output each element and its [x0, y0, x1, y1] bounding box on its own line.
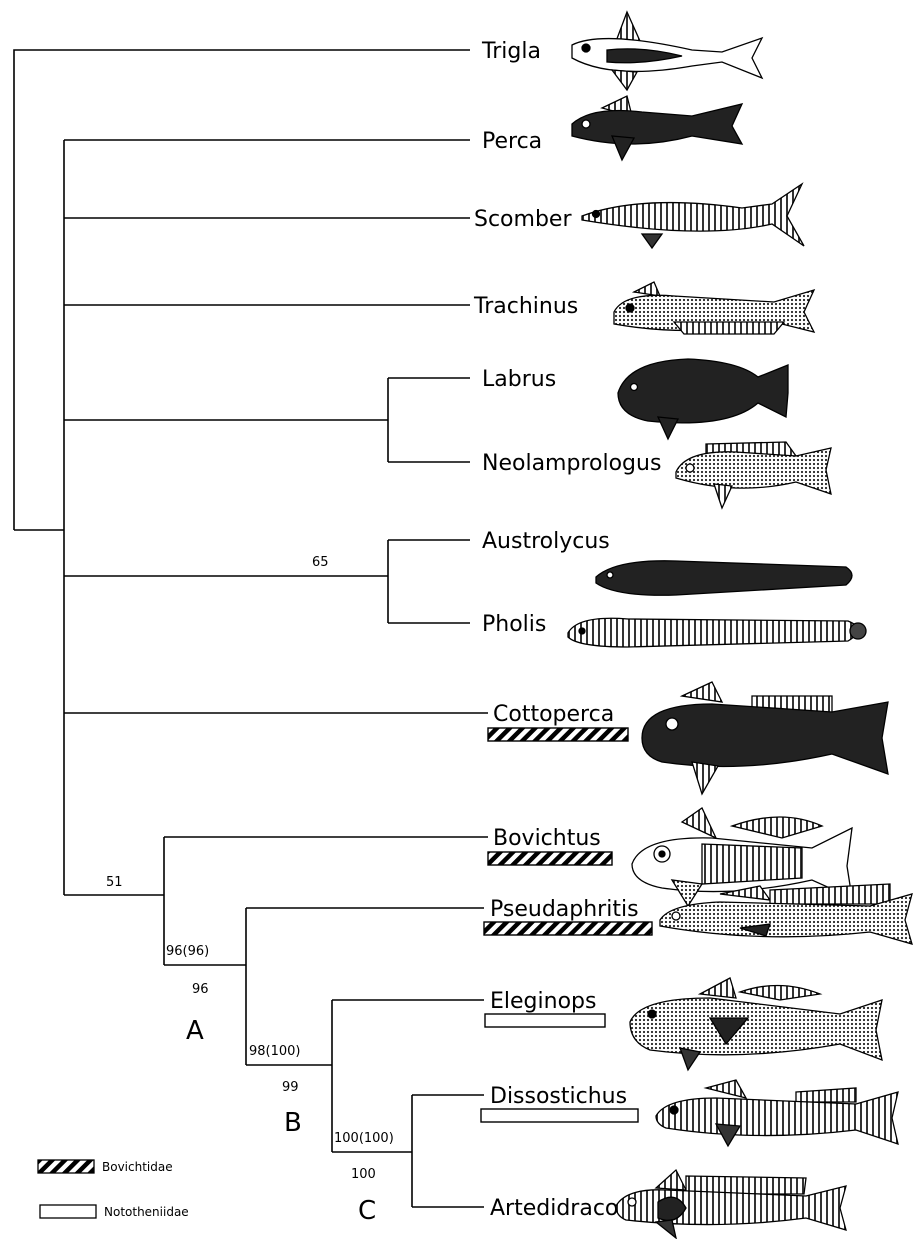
support-node-b-top: 98(100): [249, 1044, 301, 1059]
label-artedidraco: Artedidraco: [490, 1196, 618, 1221]
label-austrolycus: Austrolycus: [482, 529, 610, 554]
fish-illustration-pholis: [568, 618, 866, 647]
fish-illustration-austrolycus: [596, 561, 852, 595]
support-node-a-bottom: 96: [192, 982, 209, 997]
support-value-65: 65: [312, 555, 329, 570]
label-pholis: Pholis: [482, 612, 546, 637]
support-node-b-bottom: 99: [282, 1080, 299, 1095]
label-dissostichus: Dissostichus: [490, 1084, 627, 1109]
support-node-a-top: 96(96): [166, 944, 209, 959]
bovichtidae-bar-pseudaphritis: [484, 922, 652, 935]
legend-label-nototheniidae: Nototheniidae: [104, 1205, 189, 1219]
nototheniidae-bar-dissostichus: [481, 1109, 638, 1122]
label-bovichtus: Bovichtus: [493, 826, 601, 851]
support-node-c-top: 100(100): [334, 1131, 394, 1146]
fish-illustration-scomber: [582, 184, 804, 248]
legend: Bovichtidae Nototheniidae: [38, 1160, 189, 1219]
label-scomber: Scomber: [474, 207, 572, 232]
support-value-51: 51: [106, 875, 123, 890]
fish-illustration-perca: [572, 96, 742, 160]
fish-illustration-pseudaphritis: [660, 884, 912, 944]
fish-illustration-trigla: [572, 12, 762, 90]
support-values: 65 51 96(96) 96 98(100) 99 100(100) 100: [106, 555, 394, 1182]
label-perca: Perca: [482, 129, 542, 154]
label-labrus: Labrus: [482, 367, 556, 392]
tree-branches: [14, 50, 488, 1207]
bovichtidae-bar-cottoperca: [488, 728, 628, 741]
fish-illustration-neolamprologus: [676, 442, 831, 508]
label-trachinus: Trachinus: [473, 294, 578, 319]
family-bars: [481, 728, 652, 1122]
fish-illustrations: [568, 12, 912, 1238]
root-branch: [14, 50, 470, 530]
legend-swatch-bovichtidae: [38, 1160, 94, 1173]
clade-label-c: C: [358, 1196, 376, 1226]
label-eleginops: Eleginops: [490, 989, 596, 1014]
clade-label-b: B: [284, 1108, 302, 1138]
clade-label-a: A: [186, 1016, 204, 1046]
fish-illustration-eleginops: [630, 978, 882, 1070]
fish-illustration-trachinus: [614, 282, 814, 334]
support-node-c-bottom: 100: [351, 1167, 376, 1182]
legend-swatch-nototheniidae: [40, 1205, 96, 1218]
fish-illustration-dissostichus: [656, 1080, 898, 1146]
label-trigla: Trigla: [481, 39, 541, 64]
legend-label-bovichtidae: Bovichtidae: [102, 1160, 173, 1174]
label-neolamprologus: Neolamprologus: [482, 451, 661, 476]
label-pseudaphritis: Pseudaphritis: [490, 897, 639, 922]
label-cottoperca: Cottoperca: [493, 702, 614, 727]
fish-illustration-labrus: [618, 359, 788, 439]
fish-illustration-artedidraco: [616, 1170, 846, 1238]
bovichtidae-bar-bovichtus: [488, 852, 612, 865]
nototheniidae-bar-eleginops: [485, 1014, 605, 1027]
fish-illustration-cottoperca: [642, 682, 888, 794]
